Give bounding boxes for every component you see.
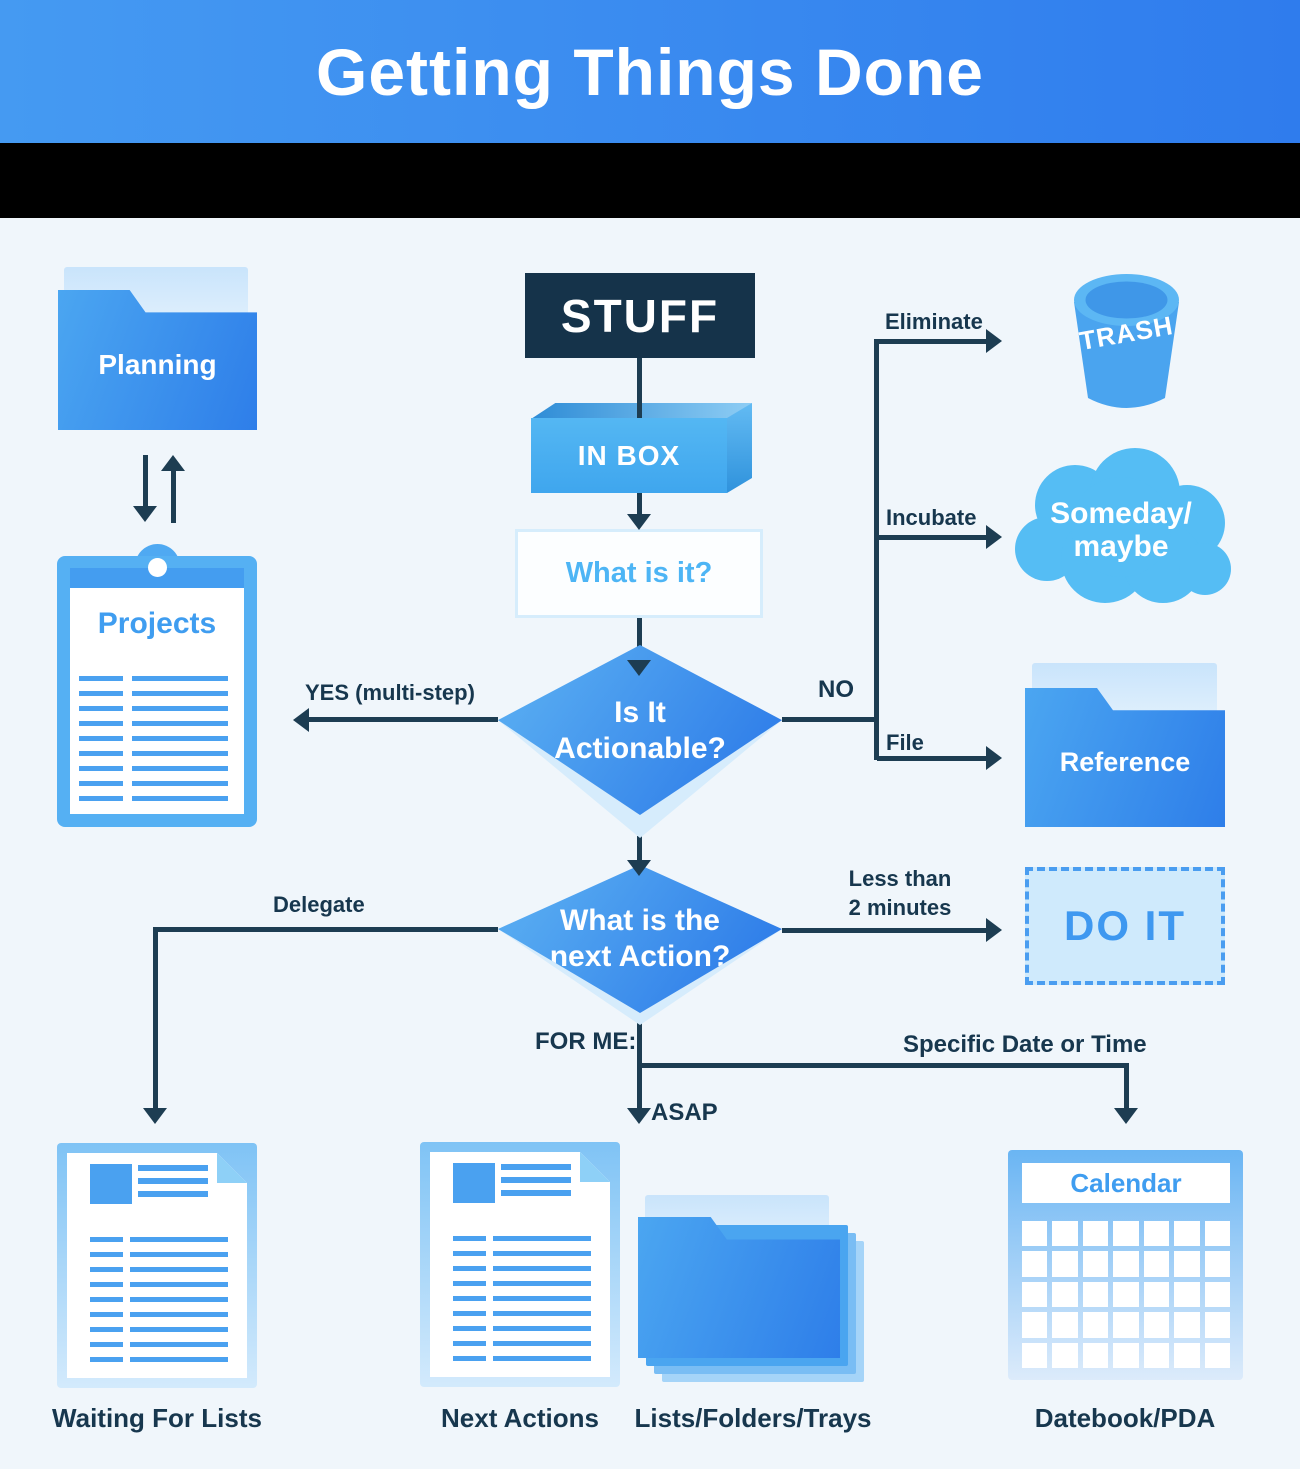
- next-actions-doc-image: [453, 1163, 495, 1203]
- incubate-label: Incubate: [886, 505, 977, 530]
- branch-hline: [637, 1063, 1129, 1068]
- do-it-node: DO IT: [1025, 867, 1225, 985]
- specific-date-label: Specific Date or Time: [903, 1031, 1147, 1058]
- next-action-decision: What is the next Action?: [498, 865, 782, 1025]
- connector-whatisit-actionable: [637, 618, 642, 662]
- planning-down-arrowhead: [133, 506, 157, 522]
- arrowhead-to-nextaction: [627, 860, 651, 876]
- next-actions-doc-header-lines: [501, 1164, 571, 1196]
- someday-line1: Someday/: [1050, 497, 1192, 530]
- stuff-node: STUFF: [525, 273, 755, 358]
- projects-up-line: [171, 470, 176, 523]
- projects-list-lines-long: [132, 676, 228, 802]
- file-arrowhead: [986, 746, 1002, 770]
- next-actions-caption: Next Actions: [441, 1403, 599, 1433]
- planning-folder: Planning: [58, 290, 257, 430]
- eliminate-line: [877, 339, 987, 344]
- lists-caption: Lists/Folders/Trays: [634, 1403, 872, 1433]
- doit-line: [782, 928, 987, 933]
- delegate-vline: [153, 927, 158, 1110]
- eliminate-label: Eliminate: [885, 309, 983, 334]
- incubate-arrowhead: [986, 525, 1002, 549]
- inbox-label: IN BOX: [577, 439, 681, 471]
- stuff-label: STUFF: [560, 289, 720, 342]
- file-label: File: [886, 730, 924, 755]
- planning-label: Planning: [98, 349, 217, 380]
- yes-label: YES (multi-step): [305, 680, 475, 705]
- title-bar: Getting Things Done: [0, 0, 1300, 143]
- clipboard-band: [70, 568, 244, 588]
- projects-label: Projects: [97, 607, 217, 640]
- no-label: NO: [818, 676, 854, 703]
- what-is-it-label: What is it?: [565, 557, 713, 589]
- delegate-hline: [153, 927, 498, 932]
- calendar-grid: [1022, 1221, 1230, 1368]
- yes-arrowhead: [293, 708, 309, 732]
- next-actions-doc-fold: [580, 1152, 610, 1182]
- asap-label: ASAP: [651, 1099, 718, 1126]
- black-divider: [0, 143, 1300, 218]
- page-title: Getting Things Done: [316, 34, 984, 109]
- arrowhead-to-actionable: [627, 660, 651, 676]
- do-it-label: DO IT: [1064, 902, 1186, 949]
- delegate-label: Delegate: [273, 892, 365, 917]
- connector-actionable-nextaction: [637, 836, 642, 862]
- calendar-header: Calendar: [1022, 1163, 1230, 1203]
- projects-list-lines-short: [79, 676, 123, 802]
- waiting-doc-lines-long: [130, 1237, 228, 1363]
- specific-arrowhead: [1114, 1108, 1138, 1124]
- less-than-label: Less than 2 minutes: [840, 864, 960, 922]
- asap-arrowhead: [627, 1108, 651, 1124]
- reference-label: Reference: [1059, 747, 1191, 777]
- waiting-caption: Waiting For Lists: [52, 1403, 262, 1433]
- tray-front-folder: [638, 1217, 840, 1358]
- clipboard-clip-hole: [148, 558, 167, 577]
- for-me-label: FOR ME:: [535, 1028, 637, 1055]
- actionable-line1: Is It: [614, 695, 666, 729]
- specific-vline: [1124, 1063, 1129, 1108]
- next-actions-doc-lines-long: [493, 1236, 591, 1362]
- next-action-line1: What is the: [559, 904, 720, 937]
- arrowhead-to-whatisit: [627, 514, 651, 530]
- file-line: [877, 756, 987, 761]
- inbox-node: IN BOX: [531, 418, 727, 493]
- someday-line2: maybe: [1073, 530, 1169, 563]
- no-line: [782, 717, 877, 722]
- next-actions-doc-lines-short: [453, 1236, 486, 1362]
- inbox-side-face: [727, 403, 752, 493]
- incubate-line: [877, 535, 987, 540]
- connector-stuff-inbox: [637, 358, 642, 419]
- reference-folder: Reference: [1025, 688, 1225, 827]
- calendar-label: Calendar: [1070, 1167, 1182, 1198]
- projects-up-arrowhead: [161, 455, 185, 471]
- next-action-line2: next Action?: [549, 940, 731, 973]
- connector-inbox-whatisit: [637, 493, 642, 515]
- eliminate-arrowhead: [986, 329, 1002, 353]
- waiting-doc-icon: [57, 1143, 257, 1388]
- datebook-caption: Datebook/PDA: [1034, 1403, 1216, 1433]
- waiting-doc-lines-short: [90, 1237, 123, 1363]
- waiting-doc-image: [90, 1164, 132, 1204]
- waiting-doc-header-lines: [138, 1165, 208, 1197]
- right-branch-trunk: [874, 339, 879, 760]
- what-is-it-node: What is it?: [515, 529, 763, 618]
- someday-label: Someday/ maybe: [1005, 497, 1237, 563]
- trash-can-icon: [1074, 274, 1179, 408]
- less-than-line2: 2 minutes: [848, 895, 952, 920]
- asap-vline: [637, 1063, 642, 1108]
- next-action-face: What is the next Action?: [498, 865, 782, 1013]
- delegate-arrowhead: [143, 1108, 167, 1124]
- less-than-line1: Less than: [848, 866, 952, 891]
- doit-arrowhead: [986, 918, 1002, 942]
- actionable-line2: Actionable?: [554, 731, 726, 765]
- planning-down-line: [143, 455, 148, 508]
- someday-cloud-icon: [1015, 448, 1231, 603]
- yes-line: [309, 717, 498, 722]
- calendar-icon: Calendar: [1008, 1150, 1243, 1380]
- next-actions-doc-icon: [420, 1142, 620, 1387]
- waiting-doc-fold: [217, 1153, 247, 1183]
- forme-trunk-line: [637, 1020, 642, 1068]
